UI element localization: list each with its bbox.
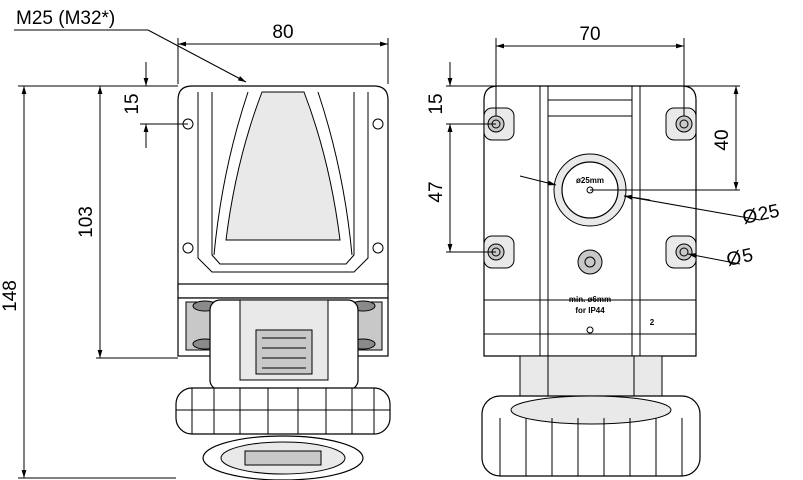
left-dimensions: 80 M25 (M32*) 15 103 148: [0, 8, 389, 479]
min-dia-line2: for IP44: [575, 306, 605, 315]
dim-left-width: 80: [272, 22, 293, 43]
right-dimensions: 70 15 47 40 Ø 25 Ø 5: [426, 24, 781, 271]
dim-right-hole-spacing: 47: [426, 181, 447, 202]
right-socket-stem: [519, 355, 663, 403]
svg-text:Ø: Ø: [725, 247, 744, 271]
right-view: ø25mm min. ø6mm for IP44 2: [481, 85, 701, 477]
svg-text:Ø: Ø: [741, 205, 760, 229]
dim-right-center-offset: 40: [712, 129, 733, 150]
left-mount-hole-tr: [372, 118, 384, 130]
dim-cable-entry: M25 (M32*): [16, 8, 115, 29]
part-number: 2: [650, 318, 655, 327]
right-hole-tr: [665, 107, 697, 141]
knockout-small: [577, 249, 603, 275]
min-dia-line1: min. ø6mm: [569, 295, 611, 304]
dim-right-dia-large: Ø 25: [741, 201, 782, 229]
lid-ring: [175, 387, 391, 435]
dim-left-mid-height: 103: [76, 206, 97, 238]
knockout-label: ø25mm: [576, 176, 604, 185]
left-mount-hole-br: [372, 242, 384, 254]
dim-right-top-offset: 15: [426, 93, 447, 114]
left-view: [175, 85, 391, 480]
svg-text:5: 5: [740, 245, 755, 268]
right-hole-br: [665, 235, 697, 269]
left-base-band: [177, 283, 389, 299]
svg-text:25: 25: [756, 201, 781, 226]
dim-right-width: 70: [579, 24, 600, 45]
dim-left-top-offset: 15: [122, 93, 143, 114]
lid-label-slot: [244, 450, 322, 466]
left-mount-hole-bl: [182, 242, 194, 254]
dim-right-dia-small: Ø 5: [725, 245, 755, 271]
cable-gland: [225, 91, 341, 241]
dim-left-total-height: 148: [0, 280, 21, 312]
